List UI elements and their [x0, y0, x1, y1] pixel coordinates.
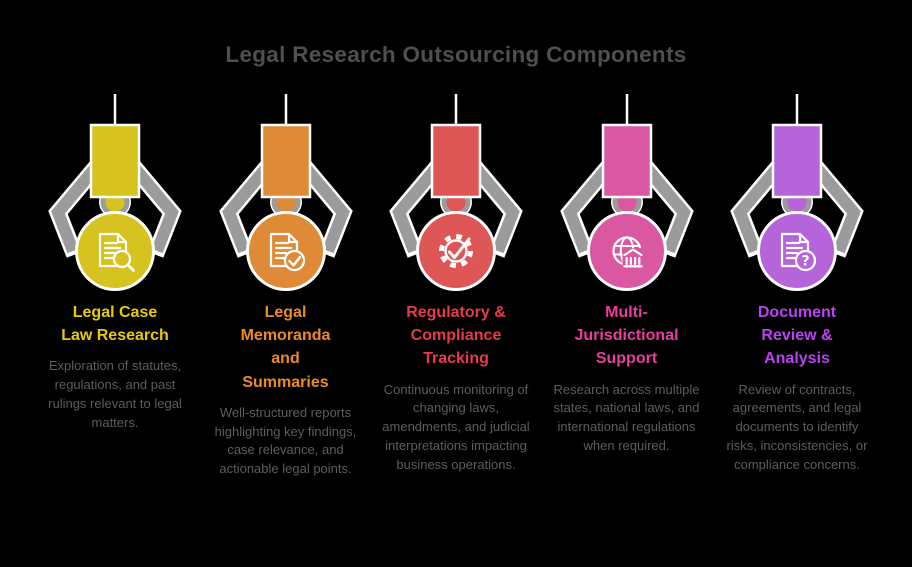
claw-body	[260, 123, 311, 199]
gear-check-icon	[439, 234, 473, 268]
document-question-icon: ?	[780, 232, 817, 272]
claw-arms	[48, 157, 182, 258]
component-title: Legal Case Law Research	[61, 304, 169, 345]
component-title: Document Review & Analysis	[757, 304, 837, 368]
icon-circle	[245, 211, 326, 291]
column-document-review-analysis: ? Document Review & Analysis Review of c…	[714, 94, 880, 479]
component-description: Exploration of statutes, regulations, an…	[48, 358, 182, 430]
claw-body	[89, 123, 141, 199]
component-title: Legal Memoranda and Summaries	[240, 304, 331, 391]
column-multi-jurisdictional-support: Multi- Jurisdictional Support Research a…	[544, 94, 710, 479]
component-title: Multi- Jurisdictional Support	[574, 304, 679, 368]
claw-body	[771, 123, 823, 199]
claw-arms	[559, 157, 694, 258]
claw-body	[430, 123, 482, 199]
claw-body	[601, 123, 652, 199]
component-description: Review of contracts, agreements, and leg…	[726, 381, 868, 472]
claw-arms	[389, 157, 523, 258]
claw-machine-graphic	[389, 94, 523, 291]
icon-circle	[75, 211, 155, 291]
claw-machine-graphic: ?	[730, 94, 864, 291]
column-regulatory-compliance-tracking: Regulatory & Compliance Tracking Continu…	[373, 94, 539, 479]
courthouse-building	[622, 248, 643, 268]
document-search-icon	[98, 232, 135, 272]
component-description: Continuous monitoring of changing laws, …	[382, 381, 530, 472]
icon-circle	[757, 211, 837, 291]
claw-machine-graphic	[218, 94, 353, 291]
column-legal-memoranda-summaries: Legal Memoranda and Summaries Well-struc…	[203, 94, 369, 479]
component-description: Well-structured reports highlighting key…	[214, 404, 357, 477]
claw-machine-graphic	[559, 94, 694, 291]
page-title: Legal Research Outsourcing Components	[225, 42, 687, 67]
component-title: Regulatory & Compliance Tracking	[406, 304, 506, 368]
claw-arms	[218, 157, 353, 258]
document-check-icon	[269, 232, 305, 272]
icon-circle	[416, 211, 496, 291]
claw-machine-graphic	[48, 94, 182, 291]
column-legal-case-law-research: Legal Case Law Research Exploration of s…	[32, 94, 198, 479]
component-description: Research across multiple states, nationa…	[553, 381, 700, 454]
components-row: Legal Case Law Research Exploration of s…	[0, 94, 912, 479]
question-mark-glyph: ?	[801, 254, 809, 270]
globe-courthouse-icon	[611, 236, 643, 268]
claw-arms	[730, 157, 864, 258]
